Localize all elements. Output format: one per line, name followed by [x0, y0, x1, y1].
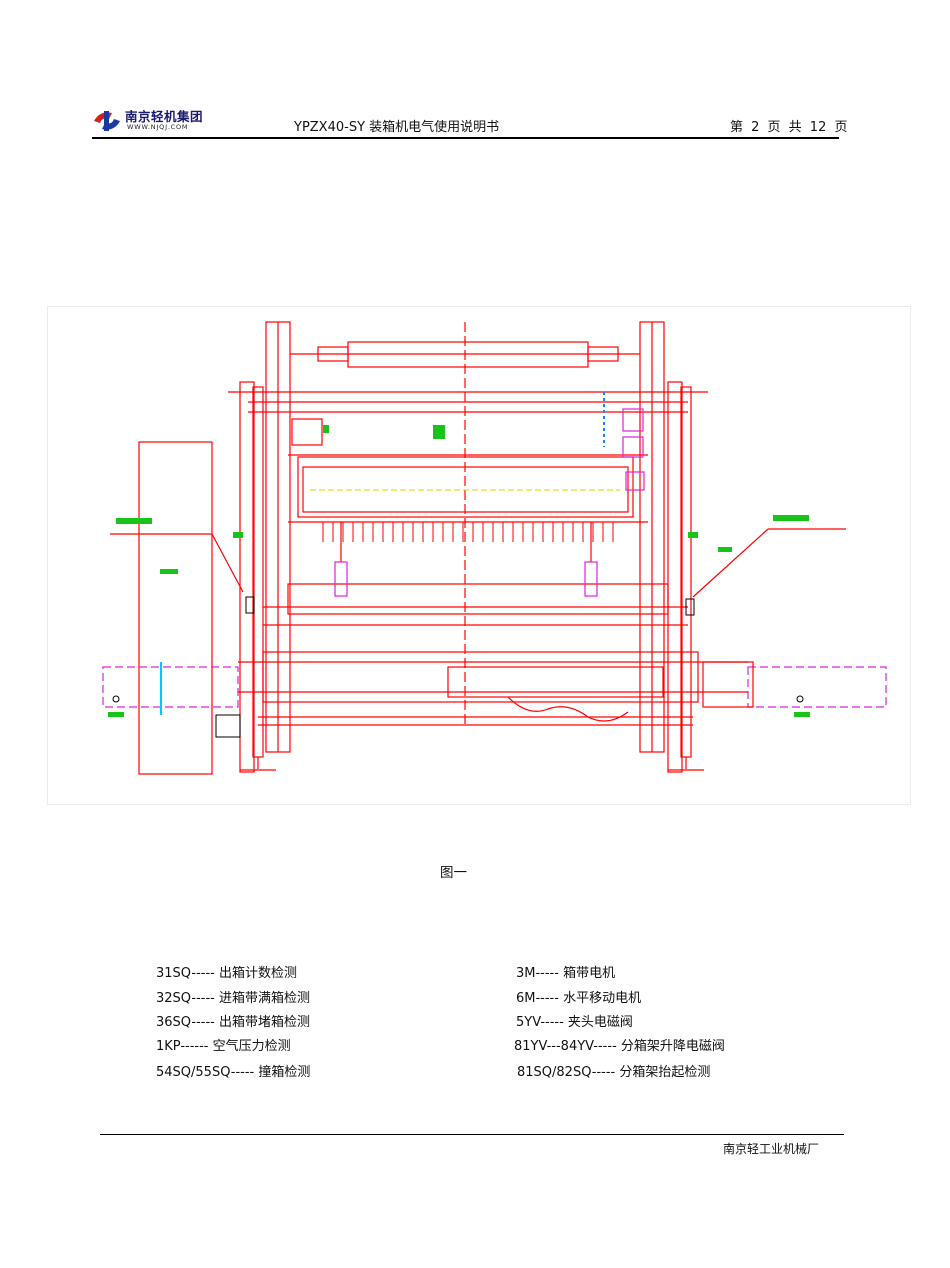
legend-item: 3M----- 箱带电机: [516, 966, 616, 981]
legend-item: 6M----- 水平移动电机: [516, 991, 642, 1006]
logo-mark-icon: [94, 111, 120, 131]
footer-company: 南京轻工业机械厂: [723, 1142, 820, 1156]
machine-drawing: [47, 306, 911, 805]
figure-caption: 图一: [440, 865, 467, 881]
legend-item: 81SQ/82SQ----- 分箱架抬起检测: [517, 1065, 711, 1080]
header-divider: [92, 137, 839, 139]
logo-company-name: 南京轻机集团: [125, 109, 204, 124]
page-number: 第 2 页 共 12 页: [730, 120, 848, 135]
legend-item: 1KP------ 空气压力检测: [156, 1039, 291, 1054]
company-logo: 南京轻机集团 WWW.NJQJ.COM: [92, 106, 212, 136]
legend-item: 32SQ----- 进箱带满箱检测: [156, 991, 310, 1006]
footer-divider: [100, 1134, 844, 1135]
legend-item: 36SQ----- 出箱带堵箱检测: [156, 1015, 310, 1030]
legend-item: 31SQ----- 出箱计数检测: [156, 966, 297, 981]
legend-item: 5YV----- 夹头电磁阀: [516, 1015, 633, 1030]
legend-item: 54SQ/55SQ----- 撞箱检测: [156, 1065, 311, 1080]
logo-website: WWW.NJQJ.COM: [127, 123, 189, 131]
legend-item: 81YV---84YV----- 分箱架升降电磁阀: [514, 1039, 725, 1054]
document-title: YPZX40-SY 装箱机电气使用说明书: [294, 120, 500, 135]
cad-drawing: [102, 321, 887, 775]
